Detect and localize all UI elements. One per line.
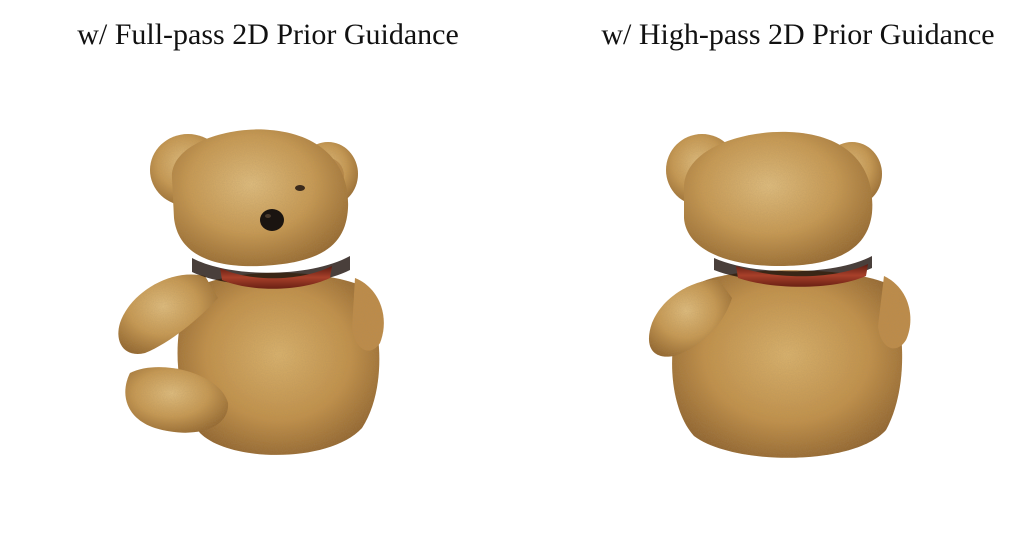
bear-left-arm [648, 279, 732, 357]
bear-head-back [684, 131, 873, 266]
teddy-bear-back-image [648, 131, 911, 458]
panel-full-pass: w/ Full-pass 2D Prior Guidance [77, 18, 459, 455]
bear-nose [260, 209, 284, 231]
bear-body [672, 270, 903, 458]
bear-collar [736, 264, 868, 287]
bear-left-arm [118, 274, 218, 354]
bear-eye [295, 185, 305, 191]
bear-body [177, 272, 380, 455]
caption-full-pass: w/ Full-pass 2D Prior Guidance [77, 18, 459, 51]
teddy-bear-front-image [118, 129, 384, 455]
caption-high-pass: w/ High-pass 2D Prior Guidance [601, 18, 995, 51]
bear-head [171, 129, 349, 267]
bear-right-arm [352, 278, 384, 351]
panel-high-pass: w/ High-pass 2D Prior Guidance [512, 0, 1024, 542]
bear-collar [220, 266, 332, 289]
bear-foot [125, 367, 229, 433]
bear-right-arm [878, 276, 911, 349]
